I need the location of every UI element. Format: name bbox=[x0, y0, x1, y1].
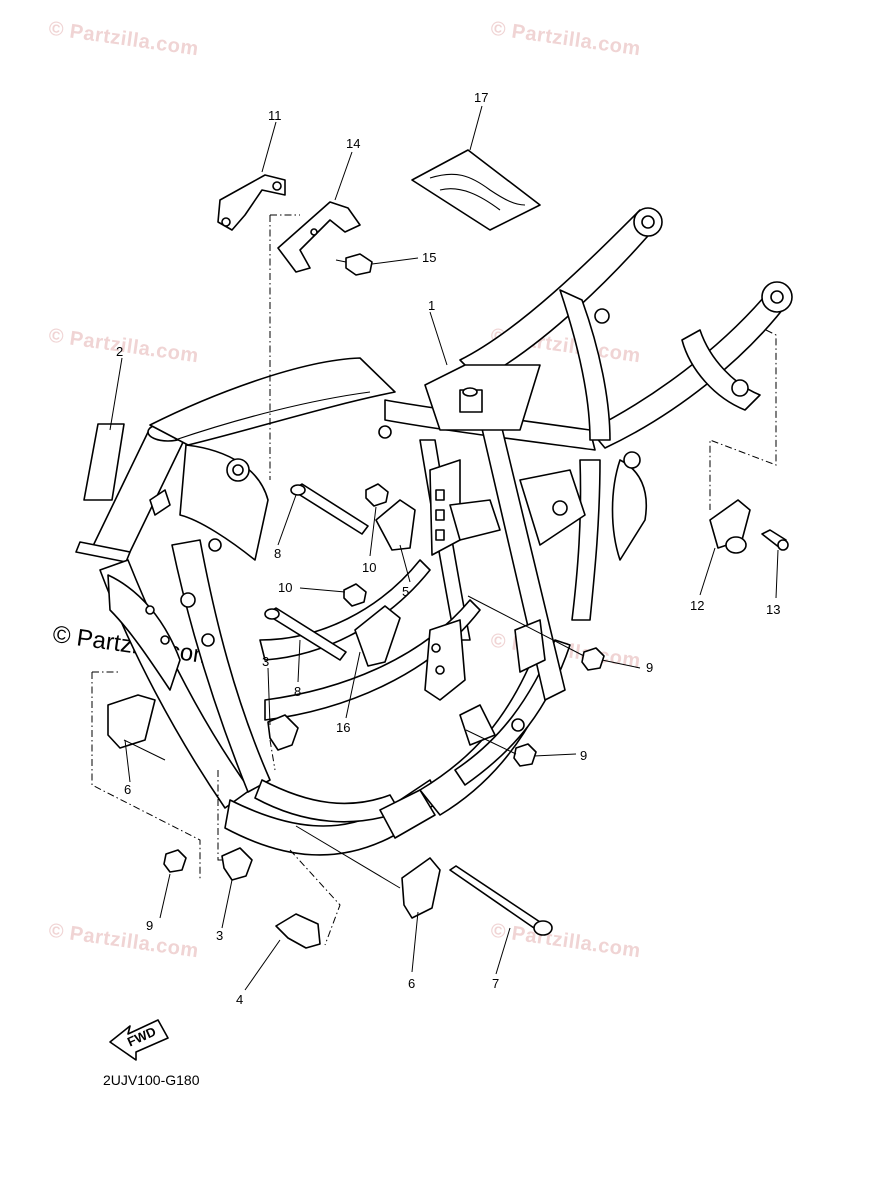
callout-5: 5 bbox=[402, 584, 409, 599]
callout-8: 8 bbox=[274, 546, 281, 561]
leader-lines bbox=[109, 105, 779, 991]
part-6-plate bbox=[401, 857, 441, 919]
part-10-bolt bbox=[365, 483, 389, 507]
callout-6: 6 bbox=[408, 976, 415, 991]
part-14-clamp bbox=[277, 201, 361, 273]
callout-4: 4 bbox=[236, 992, 243, 1007]
callout-12: 12 bbox=[690, 598, 704, 613]
callout-11: 11 bbox=[268, 108, 282, 123]
part-8-bolt bbox=[264, 607, 347, 661]
callout-13: 13 bbox=[766, 602, 780, 617]
part-12-mount bbox=[709, 499, 751, 554]
callout-9: 9 bbox=[580, 748, 587, 763]
diagram-code: 2UJV100-G180 bbox=[103, 1072, 200, 1088]
part-7-bolt bbox=[449, 865, 553, 936]
callout-6: 6 bbox=[124, 782, 131, 797]
callout-9: 9 bbox=[146, 918, 153, 933]
callout-15: 15 bbox=[422, 250, 436, 265]
part-5-plate bbox=[375, 499, 416, 551]
callout-8: 8 bbox=[294, 684, 301, 699]
callout-16: 16 bbox=[336, 720, 350, 735]
part-9-nut bbox=[513, 743, 537, 767]
part-10-bolt bbox=[343, 583, 367, 607]
callout-7: 7 bbox=[492, 976, 499, 991]
callout-2: 2 bbox=[116, 344, 123, 359]
part-3-clip bbox=[267, 714, 299, 751]
part-11-bracket bbox=[217, 174, 286, 231]
callout-14: 14 bbox=[346, 136, 360, 151]
part-6-plate bbox=[107, 694, 156, 749]
callout-10: 10 bbox=[362, 560, 376, 575]
part-16-plate bbox=[354, 605, 401, 667]
part-2-label bbox=[83, 423, 125, 501]
part-9-nut bbox=[581, 647, 605, 671]
part-3-clip bbox=[221, 847, 253, 881]
part-13-bolt bbox=[761, 529, 789, 551]
part-17-bag bbox=[411, 149, 541, 231]
callout-10: 10 bbox=[278, 580, 292, 595]
main-frame bbox=[75, 207, 793, 856]
part-8-bolt bbox=[290, 483, 369, 535]
callout-3: 3 bbox=[262, 654, 269, 669]
callout-9: 9 bbox=[646, 660, 653, 675]
fwd-arrow-icon: FWD bbox=[109, 1019, 169, 1061]
part-9-nut bbox=[163, 849, 187, 873]
part-4-clip bbox=[275, 913, 321, 949]
part-15-bolt bbox=[335, 253, 373, 276]
callout-17: 17 bbox=[474, 90, 488, 105]
callout-3: 3 bbox=[216, 928, 223, 943]
callout-1: 1 bbox=[428, 298, 435, 313]
